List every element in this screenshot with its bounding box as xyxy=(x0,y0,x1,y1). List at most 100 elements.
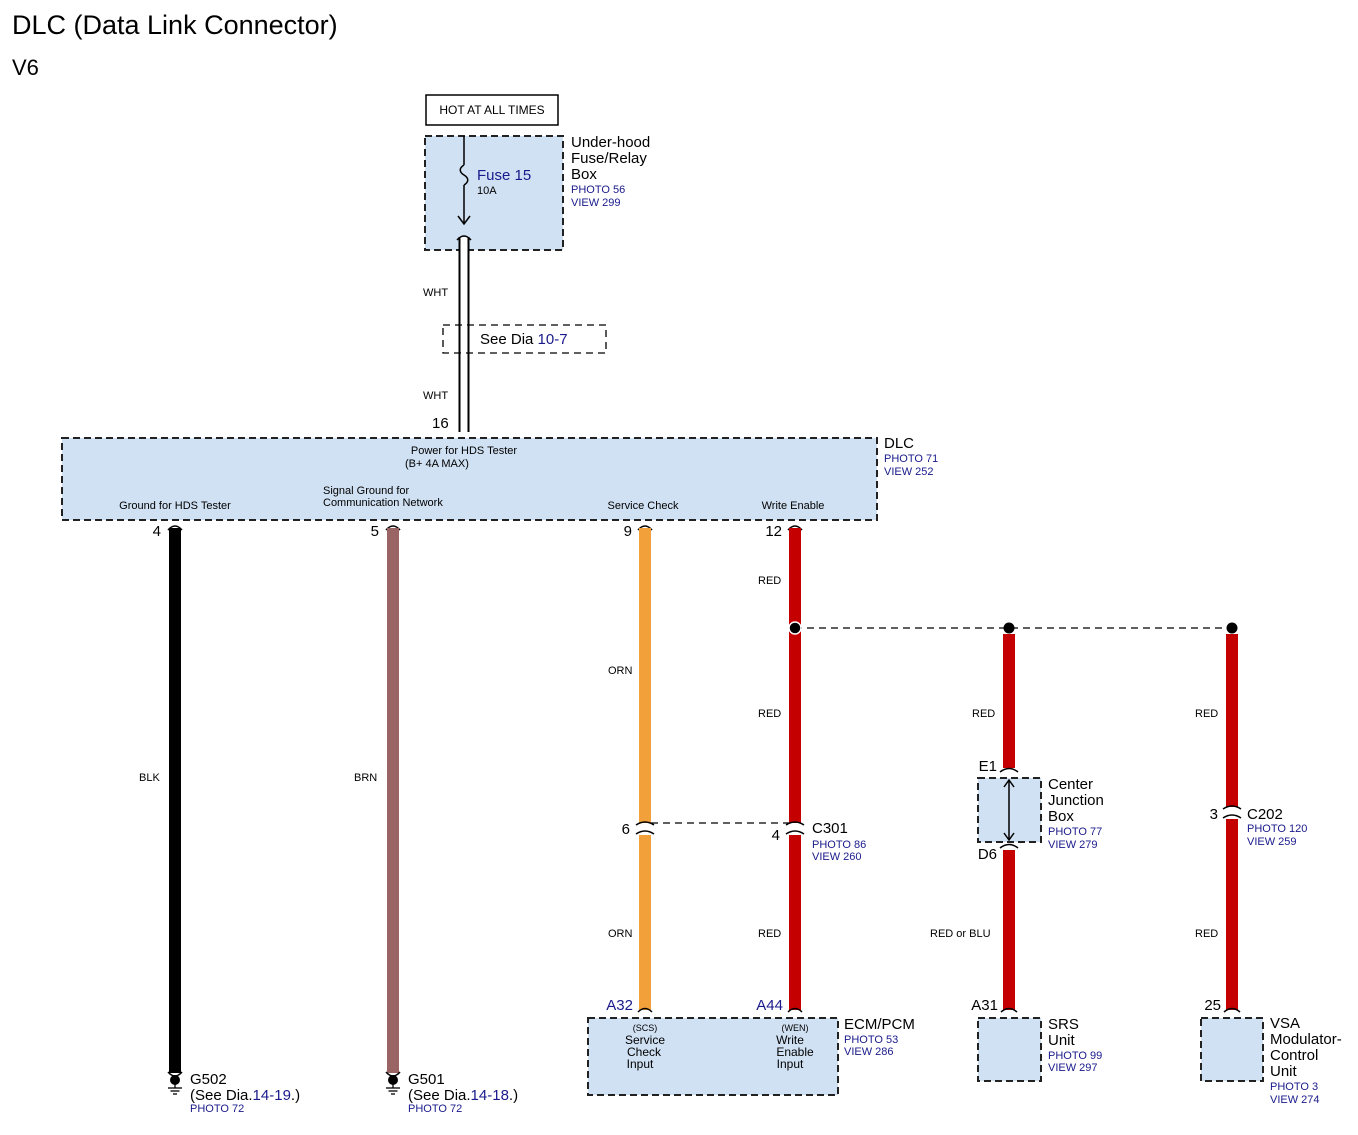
fuse-name: Fuse 15 xyxy=(477,167,531,184)
ecm-pin-a44: A44 xyxy=(756,997,783,1014)
c301-name: C301 xyxy=(812,820,848,837)
fuse-box-name-line1: Under-hood xyxy=(571,134,650,151)
wire-label-orn-lower: ORN xyxy=(608,928,633,940)
c202-view-link[interactable]: VIEW 259 xyxy=(1247,836,1297,848)
ground-g501-see-dia[interactable]: (See Dia.14-18.) xyxy=(408,1087,518,1104)
c202-pin-3: 3 xyxy=(1210,806,1218,823)
srs-name-line1: SRS xyxy=(1048,1016,1079,1033)
wire-label-orn-upper: ORN xyxy=(608,665,633,677)
fuse-box-name-line2: Fuse/Relay xyxy=(571,150,647,167)
dlc-ground-label: Ground for HDS Tester xyxy=(119,500,231,512)
ecm-view-link[interactable]: VIEW 286 xyxy=(844,1046,894,1058)
dlc-pin-16: 16 xyxy=(432,415,449,432)
vsa-name-line3: Control xyxy=(1270,1047,1318,1064)
wire-red-cjb-upper xyxy=(1003,634,1015,768)
c301-view-link[interactable]: VIEW 260 xyxy=(812,851,862,863)
hot-at-all-times-box xyxy=(425,94,559,126)
srs-unit-box xyxy=(977,1017,1042,1082)
see-dia-10-7[interactable]: See Dia 10-7 xyxy=(480,331,568,348)
dlc-photo-link[interactable]: PHOTO 71 xyxy=(884,453,938,465)
cjb-name-line2: Junction xyxy=(1048,792,1104,809)
dlc-write-enable-label: Write Enable xyxy=(762,500,825,512)
vsa-view-link[interactable]: VIEW 274 xyxy=(1270,1094,1320,1106)
arrow-down-icon xyxy=(457,215,471,226)
ecm-photo-link[interactable]: PHOTO 53 xyxy=(844,1034,898,1046)
srs-pin-a31: A31 xyxy=(971,997,998,1014)
wire-blk xyxy=(169,528,181,1073)
wire-label-red-1: RED xyxy=(758,575,781,587)
wire-red-write-enable-upper xyxy=(789,528,801,823)
srs-photo-link[interactable]: PHOTO 99 xyxy=(1048,1050,1102,1062)
c301-photo-link[interactable]: PHOTO 86 xyxy=(812,839,866,851)
vsa-name-line4: Unit xyxy=(1270,1063,1298,1080)
c202-name: C202 xyxy=(1247,806,1283,823)
dlc-pin-9: 9 xyxy=(624,523,632,540)
wire-label-red-3: RED xyxy=(758,928,781,940)
splice-point xyxy=(1226,622,1238,634)
ecm-wen-label-line1: (WEN) xyxy=(782,1023,809,1033)
wire-label-red-or-blu: RED or BLU xyxy=(930,928,991,940)
fuse-box-view-link[interactable]: VIEW 299 xyxy=(571,197,621,209)
wire-label-red-vsa-upper: RED xyxy=(1195,708,1218,720)
wire-label-blk: BLK xyxy=(139,772,160,784)
page-subtitle: V6 xyxy=(12,55,39,80)
dlc-signal-label-line2: Communication Network xyxy=(323,497,443,509)
wire-label-red-cjb: RED xyxy=(972,708,995,720)
ground-g501-name: G501 xyxy=(408,1071,445,1088)
c301-pin-6: 6 xyxy=(622,821,630,838)
cjb-photo-link[interactable]: PHOTO 77 xyxy=(1048,826,1102,838)
ground-g502-see-dia[interactable]: (See Dia.14-19.) xyxy=(190,1087,300,1104)
wire-brn xyxy=(387,528,399,1073)
ground-g502-photo-link[interactable]: PHOTO 72 xyxy=(190,1103,244,1115)
ecm-scs-label-line2: Service xyxy=(625,1033,665,1047)
cjb-pin-d6: D6 xyxy=(978,846,997,863)
c202-photo-link[interactable]: PHOTO 120 xyxy=(1247,823,1307,835)
ecm-wen-label-line4: Input xyxy=(777,1057,804,1071)
ground-g502-name: G502 xyxy=(190,1071,227,1088)
dlc-view-link[interactable]: VIEW 252 xyxy=(884,466,934,478)
vsa-name-line2: Modulator- xyxy=(1270,1031,1342,1048)
ecm-name: ECM/PCM xyxy=(844,1016,915,1033)
ground-icon xyxy=(168,1080,182,1095)
cjb-pin-e1: E1 xyxy=(979,758,997,775)
cjb-name-line1: Center xyxy=(1048,776,1093,793)
ecm-pin-a32: A32 xyxy=(606,997,633,1014)
srs-name-line2: Unit xyxy=(1048,1032,1076,1049)
hot-at-all-times-label: HOT AT ALL TIMES xyxy=(439,103,544,117)
splice-point xyxy=(788,621,802,635)
ecm-scs-label-line3: Check xyxy=(627,1045,662,1059)
fuse-relay-box xyxy=(424,135,564,251)
dlc-service-check-label: Service Check xyxy=(608,500,679,512)
wire-red-write-enable-lower xyxy=(789,835,801,1010)
vsa-name-line1: VSA xyxy=(1270,1015,1300,1032)
wire-label-wht-lower: WHT xyxy=(423,390,448,402)
fuse-rating: 10A xyxy=(477,185,497,197)
cjb-view-link[interactable]: VIEW 279 xyxy=(1048,839,1098,851)
fuse-box-name-line3: Box xyxy=(571,166,597,183)
dlc-signal-label-line1: Signal Ground for xyxy=(323,485,410,497)
fuse-box-photo-link[interactable]: PHOTO 56 xyxy=(571,184,625,196)
ecm-pcm-box xyxy=(587,1017,839,1096)
wire-red-vsa-lower xyxy=(1226,819,1238,1010)
vsa-pin-25: 25 xyxy=(1204,997,1221,1014)
dlc-pin-12: 12 xyxy=(765,523,782,540)
wire-label-red-vsa-lower: RED xyxy=(1195,928,1218,940)
c301-pin-4: 4 xyxy=(772,827,780,844)
vsa-photo-link[interactable]: PHOTO 3 xyxy=(1270,1081,1318,1093)
ecm-wen-label-line2: Write xyxy=(776,1033,804,1047)
dlc-name: DLC xyxy=(884,435,914,452)
dlc-power-label-line1: Power for HDS Tester xyxy=(411,445,518,457)
wire-red-or-blu-cjb-lower xyxy=(1003,850,1015,1010)
ecm-wen-label-line3: Enable xyxy=(776,1045,814,1059)
page-title: DLC (Data Link Connector) xyxy=(12,10,338,40)
dlc-connector-box xyxy=(61,437,878,521)
ecm-scs-label-line4: Input xyxy=(627,1057,654,1071)
fuse-icon xyxy=(459,164,469,186)
wire-orn-lower xyxy=(639,835,651,1010)
ground-icon xyxy=(386,1080,400,1095)
srs-view-link[interactable]: VIEW 297 xyxy=(1048,1062,1098,1074)
wire-orn-upper xyxy=(639,528,651,823)
ground-g501-photo-link[interactable]: PHOTO 72 xyxy=(408,1103,462,1115)
splice-point xyxy=(1003,622,1015,634)
